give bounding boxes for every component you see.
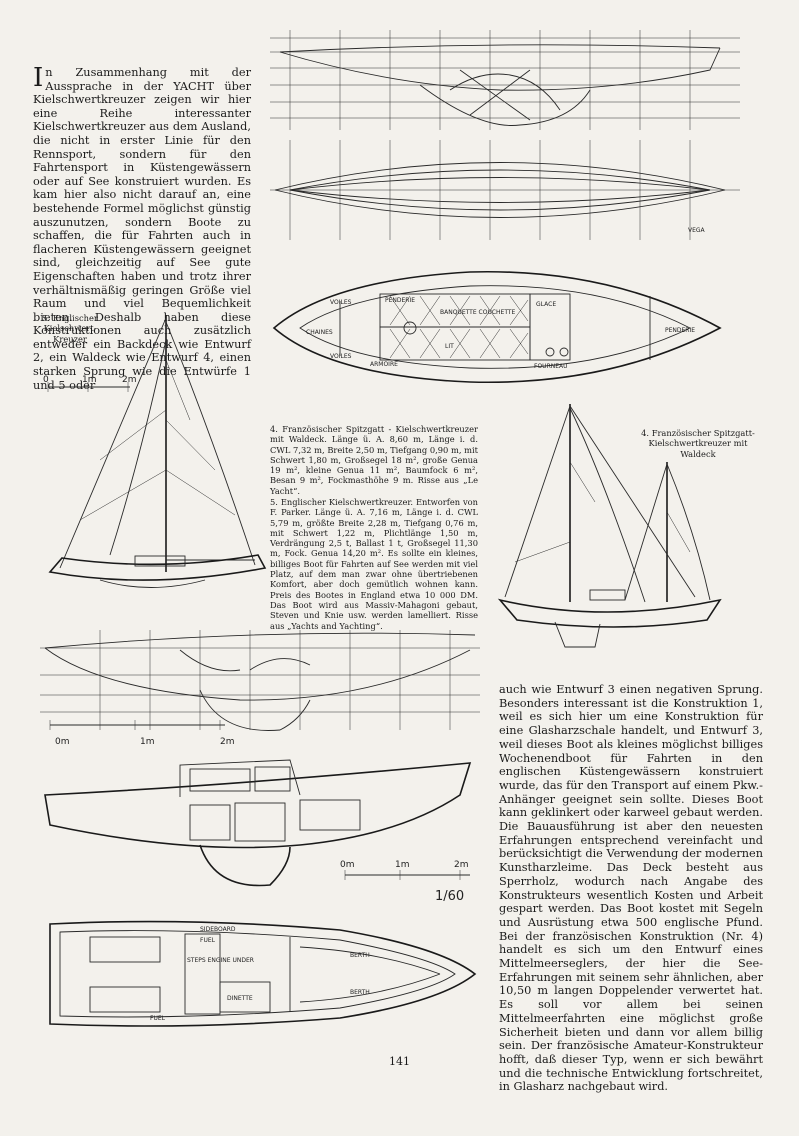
plan5-label-6: BERTH (350, 989, 370, 996)
plan5-label-5: BERTH (350, 952, 370, 959)
plan5-label-0: SIDEBOARD (200, 926, 236, 933)
lines5-scale-1: 1m (140, 737, 155, 747)
sailplan5-scale-0: 0 (43, 375, 49, 385)
plan4-label-3: GLACE (536, 301, 556, 308)
sailplan5-scale-1: 1m (82, 375, 97, 385)
inboard-profile-fig5: 0m 1m 2m 1/60 (44, 759, 472, 904)
drop-cap: I (33, 63, 44, 93)
plan4-label-9: PENDERIE (665, 327, 695, 334)
accommodation-plan-fig5: SIDEBOARD FUEL STEPS ENGINE UNDER DINETT… (49, 920, 477, 1027)
lines5-scale-0: 0m (55, 737, 70, 747)
profile5-scale-0: 0m (340, 860, 355, 870)
profile5-scale-2: 2m (454, 860, 469, 870)
plan5-label-1: FUEL (200, 937, 216, 944)
fig4-label: 4. Französischer Spitzgatt-Kielschwertkr… (641, 428, 755, 459)
profile5-scale-1: 1m (395, 860, 410, 870)
lines-plan-fig4-profile (270, 30, 740, 130)
fig4-caption: 4. Französischer Spitzgatt - Kielschwert… (270, 424, 478, 496)
plan4-label-7: FOURNEAU (534, 363, 568, 370)
lines-plan-fig5: 0m 1m 2m (40, 630, 480, 747)
plan4-label-2: BANQUETTE COUCHETTE (440, 309, 516, 316)
plan4-label-4: VOILES (330, 353, 352, 360)
drawing-signature: VEGA (688, 227, 706, 234)
plan4-label-8: CHAINES (306, 329, 333, 336)
sail-plan-fig4 (497, 404, 722, 648)
profile5-ratio: 1/60 (435, 889, 464, 904)
plan4-label-1: PENDERIE (385, 297, 415, 304)
deck-plan-fig4: VOILES PENDERIE BANQUETTE COUCHETTE GLAC… (272, 270, 722, 384)
lines-plan-fig4-waterlines: VEGA (270, 140, 740, 240)
plan4-label-0: VOILES (330, 299, 352, 306)
page-number: 141 (389, 1055, 410, 1068)
sail-plan-fig5: 0 1m 2m (43, 315, 267, 588)
plan4-label-5: LIT (445, 343, 454, 350)
continuation-paragraph: auch wie Entwurf 3 einen negativen Sprun… (499, 683, 763, 1094)
intro-text: n Zusammenhang mit der Aussprache in der… (33, 66, 251, 392)
fig5-label: 5. Englischer Kielschwert-Kreuzer (42, 313, 98, 344)
sailplan5-scale-2: 2m (122, 375, 137, 385)
fig5-caption: 5. Englischer Kielschwertkreuzer. Entwor… (270, 497, 478, 631)
plan5-label-2: STEPS ENGINE UNDER (187, 957, 254, 964)
plan4-label-6: ARMOIRE (370, 361, 398, 368)
plan5-label-3: DINETTE (227, 995, 253, 1002)
plan5-label-4: FUEL (150, 1015, 166, 1022)
lines5-scale-2: 2m (220, 737, 235, 747)
